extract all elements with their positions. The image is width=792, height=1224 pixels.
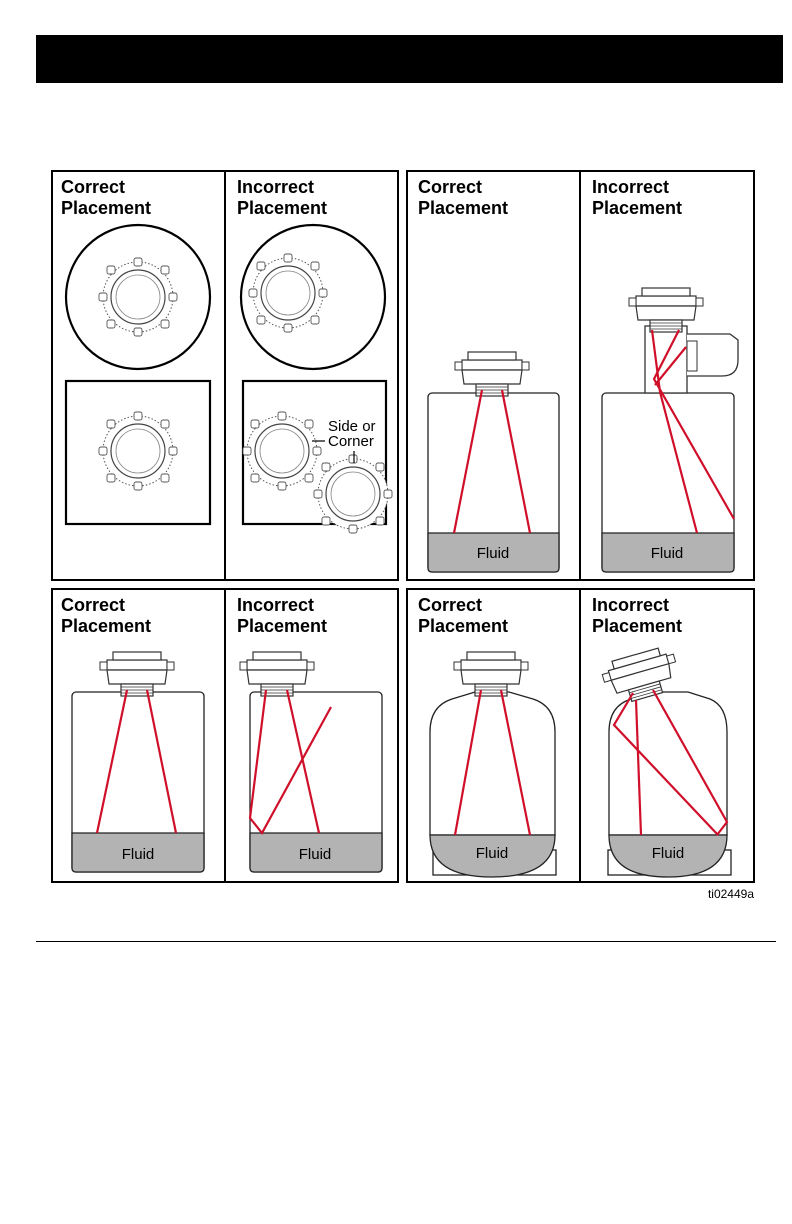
- sensor-correct-bottom-left: [100, 652, 174, 696]
- sensor-top-view-centered-round: [99, 258, 177, 336]
- label-incorrect-top-left-2: Placement: [237, 198, 327, 218]
- sensor-correct-bottom-right: [454, 652, 528, 696]
- fluid-label-incorrect-top-right: Fluid: [651, 545, 684, 562]
- label-correct-top-left-1: Correct: [61, 177, 125, 197]
- standpipe: [645, 326, 687, 393]
- label-correct-top-right-1: Correct: [418, 177, 482, 197]
- label-incorrect-top-left-1: Incorrect: [237, 177, 314, 197]
- sensor-top-view-centered-square: [99, 412, 177, 490]
- label-correct-bottom-left-1: Correct: [61, 595, 125, 615]
- label-corner: Corner: [328, 433, 374, 450]
- label-incorrect-top-right-2: Placement: [592, 198, 682, 218]
- label-correct-top-right-2: Placement: [418, 198, 508, 218]
- fluid-label-incorrect-bottom-left: Fluid: [299, 846, 332, 863]
- side-pipe-flange: [687, 341, 697, 371]
- sensor-incorrect-bottom-left: [240, 652, 314, 696]
- sensor-top-view-offset-round: [249, 254, 327, 332]
- sensor-incorrect-standpipe: [629, 288, 703, 332]
- label-correct-bottom-right-2: Placement: [418, 616, 508, 636]
- fluid-label-incorrect-bottom-right: Fluid: [652, 845, 685, 862]
- label-incorrect-bottom-left-1: Incorrect: [237, 595, 314, 615]
- label-correct-top-left-2: Placement: [61, 198, 151, 218]
- label-correct-bottom-right-1: Correct: [418, 595, 482, 615]
- sensor-correct-top-right: [455, 352, 529, 396]
- domed-tank-correct: [430, 692, 555, 835]
- fluid-label-correct-bottom-left: Fluid: [122, 846, 155, 863]
- fluid-label-correct-bottom-right: Fluid: [476, 845, 509, 862]
- page-divider: [36, 941, 776, 942]
- sensor-top-view-corner: [314, 455, 392, 533]
- label-incorrect-bottom-right-1: Incorrect: [592, 595, 669, 615]
- sensor-top-view-side: [243, 412, 321, 490]
- label-incorrect-top-right-1: Incorrect: [592, 177, 669, 197]
- label-correct-bottom-left-2: Placement: [61, 616, 151, 636]
- label-incorrect-bottom-left-2: Placement: [237, 616, 327, 636]
- fluid-label-correct-top-right: Fluid: [477, 545, 510, 562]
- domed-tank-incorrect: [609, 692, 727, 835]
- label-incorrect-bottom-right-2: Placement: [592, 616, 682, 636]
- figure-reference: ti02449a: [708, 887, 754, 901]
